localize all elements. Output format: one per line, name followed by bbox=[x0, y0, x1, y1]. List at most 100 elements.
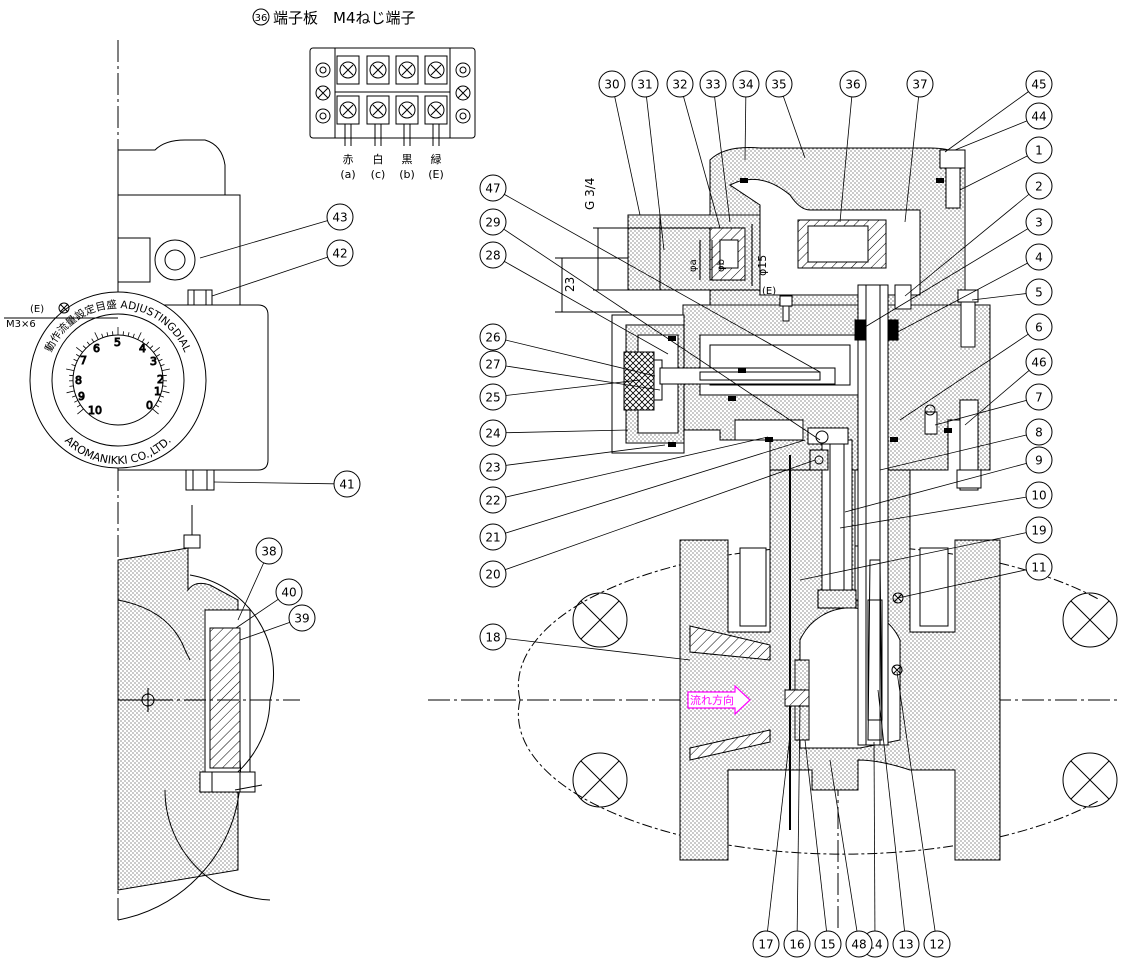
bolt-5 bbox=[957, 289, 979, 303]
callout-number: 24 bbox=[485, 427, 500, 441]
callout-13: 13 bbox=[877, 689, 920, 958]
callout-25: 25 bbox=[479, 379, 641, 411]
dim-phi15: φ15 bbox=[756, 255, 769, 276]
callout-number: 33 bbox=[705, 78, 720, 92]
callout-number: 45 bbox=[1031, 78, 1046, 92]
callout-40: 40 bbox=[235, 578, 303, 629]
callout-31: 31 bbox=[631, 70, 665, 251]
dial-number-2: 2 bbox=[157, 373, 164, 386]
callout-48: 48 bbox=[829, 759, 873, 958]
callout-12: 12 bbox=[896, 671, 951, 958]
strainer-18 bbox=[689, 625, 771, 661]
side-strainer-39 bbox=[209, 627, 241, 769]
ground-e-label: (E) bbox=[762, 286, 776, 297]
callout-number: 3 bbox=[1035, 216, 1043, 230]
callout-5: 5 bbox=[971, 278, 1053, 306]
callout-number: 48 bbox=[851, 938, 866, 952]
callout-23: 23 bbox=[479, 444, 666, 481]
callout-34: 34 bbox=[732, 70, 760, 161]
callout-number: 19 bbox=[1031, 524, 1046, 538]
callout-28: 28 bbox=[479, 241, 669, 355]
terminal-title-text: 端子板 M4ねじ端子 bbox=[273, 9, 416, 27]
terminal-block-title: 36 端子板 M4ねじ端子 bbox=[252, 8, 416, 27]
terminal-screw-icon bbox=[395, 95, 419, 125]
callout-24: 24 bbox=[479, 419, 629, 447]
terminal-screw-icon bbox=[366, 55, 390, 85]
side-view: 0 1 2 3 4 5 6 7 8 9 10 動作流量設定目盛 ADJUSTIN… bbox=[4, 40, 300, 921]
callout-number: 21 bbox=[485, 531, 500, 545]
callout-number: 31 bbox=[637, 78, 652, 92]
callout-41: 41 bbox=[213, 470, 361, 498]
callout-number: 20 bbox=[485, 568, 500, 582]
callout-number: 16 bbox=[789, 938, 804, 952]
flange-bolt-icons bbox=[572, 592, 1118, 808]
callout-8: 8 bbox=[879, 418, 1053, 471]
terminal-screw-icon bbox=[336, 55, 360, 85]
callout-29: 29 bbox=[479, 208, 821, 441]
terminal-screw-icon bbox=[336, 95, 360, 125]
callout-number: 37 bbox=[912, 78, 927, 92]
callout-7: 7 bbox=[934, 383, 1053, 426]
callout-6: 6 bbox=[899, 313, 1053, 421]
flange-bolt-icon bbox=[1062, 752, 1118, 808]
flow-direction-arrow: 流れ方向 bbox=[687, 684, 751, 716]
callout-number: 43 bbox=[332, 211, 347, 225]
callout-26: 26 bbox=[479, 323, 656, 377]
callout-15: 15 bbox=[804, 739, 842, 958]
callout-number: 42 bbox=[332, 247, 347, 261]
terminal-color-red: 赤 bbox=[343, 153, 354, 166]
flow-direction-label: 流れ方向 bbox=[690, 693, 734, 707]
terminal-color-black: 黒 bbox=[402, 153, 413, 166]
bolt-1 bbox=[939, 149, 966, 169]
callout-number: 46 bbox=[1031, 356, 1046, 370]
title-callout-circle bbox=[252, 8, 270, 26]
callout-30: 30 bbox=[598, 70, 641, 216]
dial-number-3: 3 bbox=[150, 355, 157, 368]
callout-number: 1 bbox=[1035, 144, 1043, 158]
terminal-color-green: 緑 bbox=[431, 152, 442, 166]
callout-number: 29 bbox=[485, 216, 500, 230]
dial-number-10: 10 bbox=[88, 404, 102, 417]
callout-33: 33 bbox=[699, 70, 731, 223]
callout-number: 22 bbox=[485, 494, 500, 508]
dim-g34: G 3/4 bbox=[583, 178, 597, 210]
callout-number: 23 bbox=[485, 461, 500, 475]
dial-number-0: 0 bbox=[146, 399, 153, 412]
callout-21: 21 bbox=[479, 439, 806, 551]
callout-35: 35 bbox=[765, 70, 806, 159]
callout-37: 37 bbox=[904, 70, 934, 223]
callout-number: 44 bbox=[1031, 110, 1046, 124]
callout-number: 39 bbox=[294, 612, 309, 626]
dim-23: 23 bbox=[563, 277, 577, 292]
callouts: 1234567891011121314151617181920212223242… bbox=[199, 70, 1053, 958]
dim-phi-b: φb bbox=[716, 259, 727, 272]
terminal-screw-icon bbox=[366, 95, 390, 125]
terminal-screw-icon bbox=[395, 55, 419, 85]
terminal-screw-icon bbox=[424, 95, 448, 125]
callout-47: 47 bbox=[479, 174, 821, 373]
callout-number: 30 bbox=[604, 78, 619, 92]
dial-number-7: 7 bbox=[80, 354, 87, 367]
callout-number: 17 bbox=[758, 938, 773, 952]
callout-number: 2 bbox=[1035, 180, 1043, 194]
screw-x-icon bbox=[58, 302, 70, 314]
terminal-screws bbox=[336, 55, 448, 146]
callout-10: 10 bbox=[839, 481, 1053, 529]
callout-number: 10 bbox=[1031, 489, 1046, 503]
terminal-block bbox=[309, 47, 476, 146]
callout-number: 41 bbox=[339, 478, 354, 492]
callout-number: 5 bbox=[1035, 286, 1043, 300]
flange-bolt-icon bbox=[572, 592, 628, 648]
callout-number: 26 bbox=[485, 331, 500, 345]
callout-2: 2 bbox=[904, 172, 1053, 297]
callout-number: 13 bbox=[898, 938, 913, 952]
callout-number: 28 bbox=[485, 249, 500, 263]
callout-14: 14 bbox=[861, 741, 889, 958]
callout-number: 15 bbox=[820, 938, 835, 952]
callout-38: 38 bbox=[237, 537, 283, 621]
callout-44: 44 bbox=[954, 102, 1053, 151]
callout-number: 32 bbox=[672, 78, 687, 92]
callout-number: 8 bbox=[1035, 426, 1043, 440]
screw-e-label: (E) bbox=[30, 304, 44, 315]
dim-phi-a: φa bbox=[688, 259, 699, 272]
